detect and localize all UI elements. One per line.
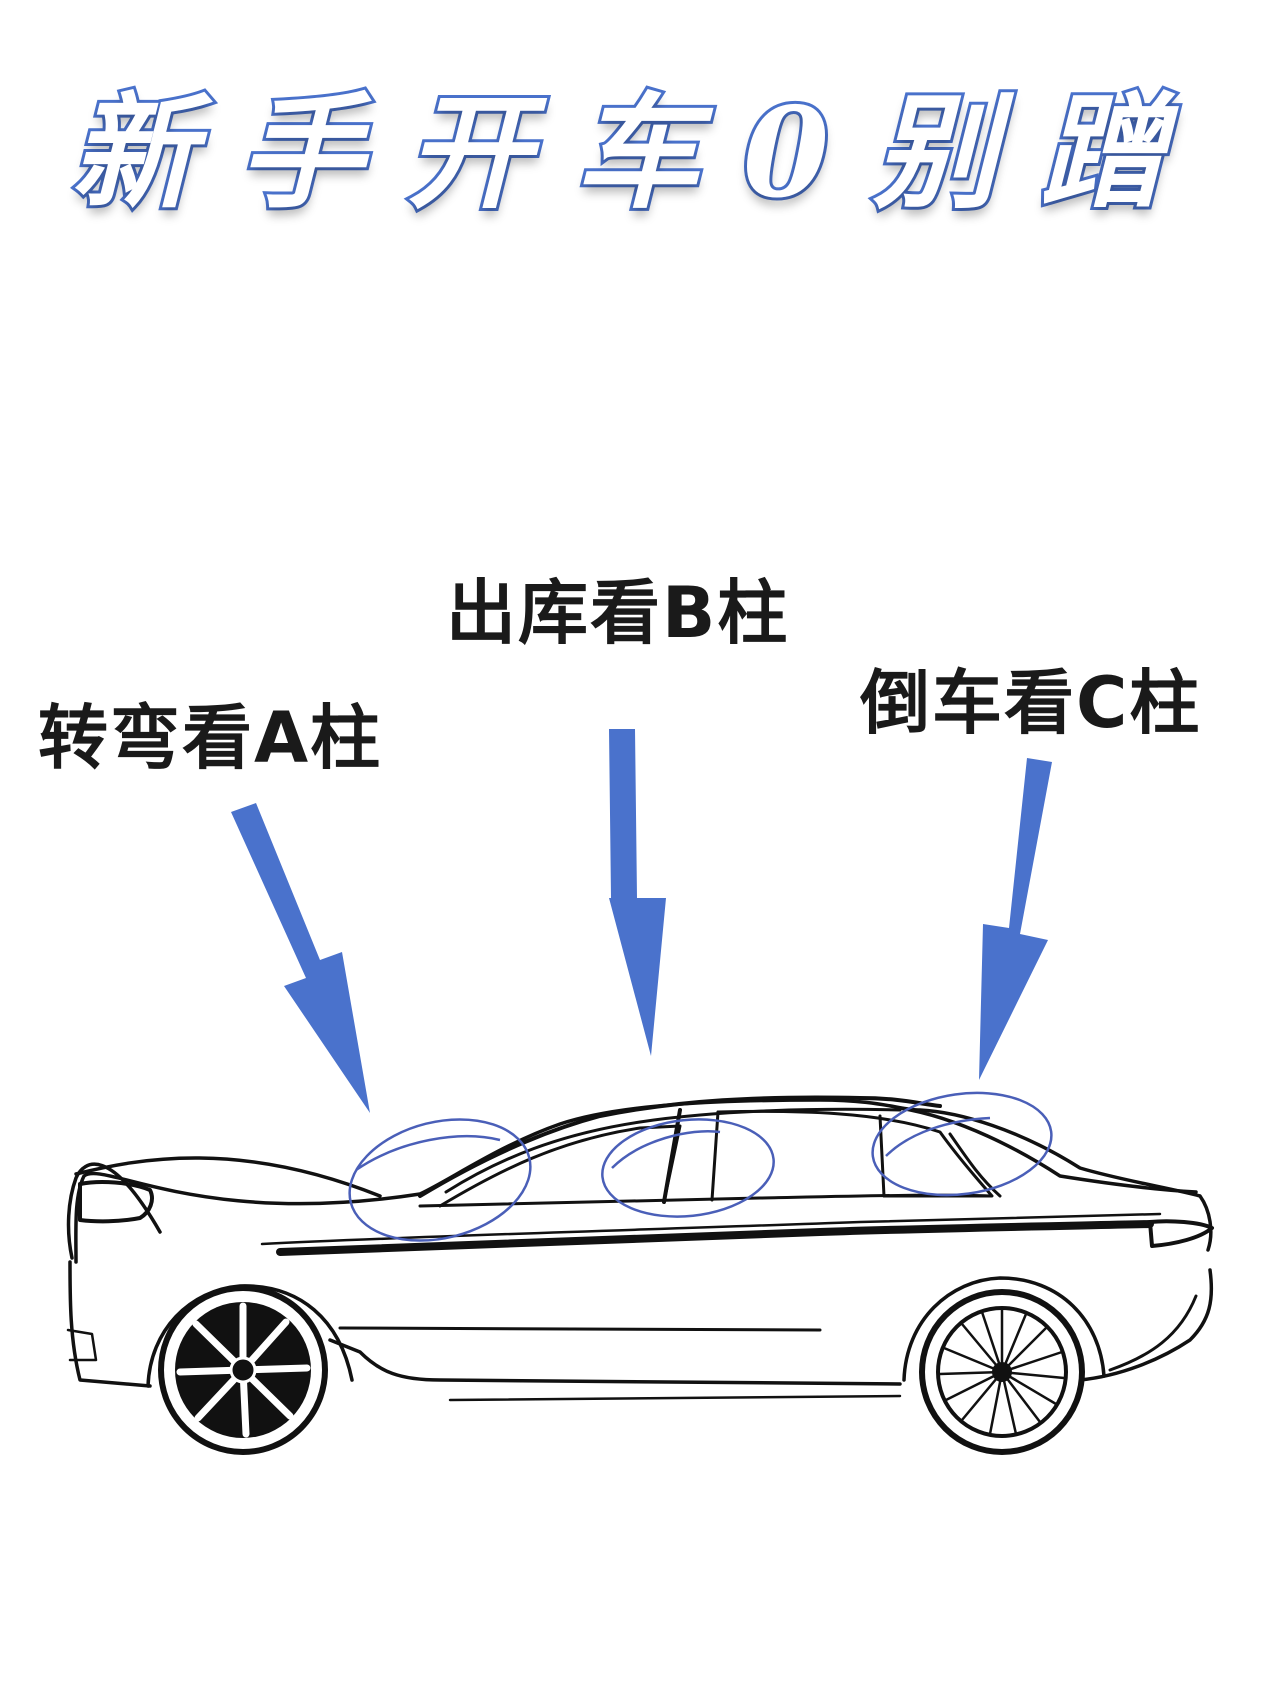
rear-wheel (919, 1289, 1085, 1455)
front-wheel (158, 1285, 328, 1455)
arrow-a-pillar (231, 803, 370, 1113)
highlight-c-pillar (871, 1091, 1053, 1197)
down-arrow-icon (979, 758, 1052, 1080)
label-c-pillar: 倒车看C柱 (860, 662, 1202, 744)
sedan-outline-icon (66, 1095, 1214, 1402)
label-a-pillar: 转弯看A柱 (38, 697, 383, 779)
pillar-highlights (348, 1091, 1053, 1242)
arrow-c-pillar (979, 758, 1052, 1080)
page-title: 新手开车0别蹭 (68, 81, 1210, 226)
down-arrow-icon (231, 803, 370, 1113)
highlight-a-pillar (348, 1118, 532, 1242)
down-arrow-icon (609, 729, 666, 1056)
highlight-b-pillar (601, 1118, 775, 1218)
arrow-b-pillar (609, 729, 666, 1056)
label-b-pillar: 出库看B柱 (446, 572, 790, 654)
